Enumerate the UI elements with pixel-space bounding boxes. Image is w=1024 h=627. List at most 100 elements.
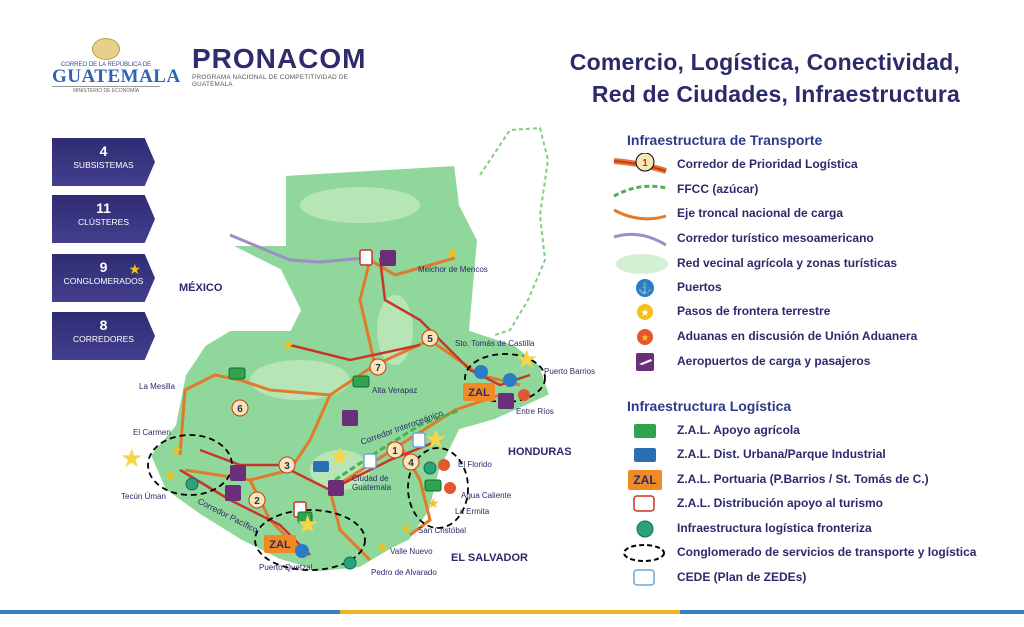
airplane-icon xyxy=(636,353,654,371)
place-label: Puerto Barrios xyxy=(544,367,596,376)
cluster-icon xyxy=(623,544,665,562)
legend-item: Z.A.L. Apoyo agrícola xyxy=(612,419,1012,443)
svg-text:★: ★ xyxy=(376,539,389,555)
footer-bar-blue-right xyxy=(680,610,1024,614)
airplane-icon xyxy=(380,250,396,266)
svg-text:★: ★ xyxy=(296,509,319,539)
airplane-icon xyxy=(342,410,358,426)
border-logistics-markers xyxy=(185,461,437,570)
legend-label: Z.A.L. Dist. Urbana/Parque Industrial xyxy=(677,447,886,461)
pronacom-logo-title: PRONACOM xyxy=(192,43,367,74)
country-label: MÉXICO xyxy=(179,282,223,294)
svg-text:★: ★ xyxy=(282,337,295,353)
place-label: San Cristóbal xyxy=(418,526,467,535)
legend-logistics-title: Infraestructura Logística xyxy=(627,398,792,414)
legend-item: Conglomerado de servicios de transporte … xyxy=(612,541,1012,565)
rural-zone xyxy=(300,187,420,223)
legend-label: Puertos xyxy=(677,280,722,294)
page-title-line1: Comercio, Logística, Conectividad, xyxy=(569,49,960,75)
railway-icon xyxy=(613,184,667,198)
airplane-icon xyxy=(328,480,344,496)
zal-badges: ZAL ZAL xyxy=(264,383,495,553)
priority-badge: 1 xyxy=(642,158,648,169)
legend-label: FFCC (azúcar) xyxy=(677,182,759,196)
legend-item: ⚓ Puertos xyxy=(612,276,1012,300)
legend-label: Z.A.L. Portuaria (P.Barrios / St. Tomás … xyxy=(677,472,929,486)
pronacom-logo-sub: PROGRAMA NACIONAL DE COMPETITIVIDAD DE G… xyxy=(192,74,349,88)
guatemala-map: 5 7 6 3 2 1 4 ZAL ZAL xyxy=(120,126,552,574)
legend-item: Infraestructura logística fronteriza xyxy=(612,517,1012,541)
tourism-zal-icon xyxy=(633,495,655,512)
customs-icon: ★ xyxy=(637,329,653,345)
legend-label: Corredor de Prioridad Logística xyxy=(677,157,858,171)
zal-badge-text: ZAL xyxy=(468,387,490,399)
place-label: Entre Ríos xyxy=(516,407,554,416)
anchor-icon xyxy=(295,544,309,558)
stat-number: 4 xyxy=(99,143,108,159)
legend-label: Red vecinal agrícola y zonas turísticas xyxy=(677,256,898,270)
page-title: Comercio, Logística, Conectividad, Red d… xyxy=(570,46,960,110)
legend-label: Aeropuertos de carga y pasajeros xyxy=(677,354,871,368)
stat-label: CLÚSTERES xyxy=(77,217,129,227)
corridor-number: 6 xyxy=(237,404,243,415)
belize-border xyxy=(479,126,550,336)
page-title-line2: Red de Ciudades, Infraestructura xyxy=(591,81,960,107)
svg-text:★: ★ xyxy=(120,443,143,473)
place-label: Melchor de Mencos xyxy=(418,265,488,274)
svg-text:★: ★ xyxy=(424,424,447,454)
pronacom-logo: PRONACOM PROGRAMA NACIONAL DE COMPETITIV… xyxy=(192,43,387,89)
airplane-icon xyxy=(230,465,246,481)
stat-label: CORREDORES xyxy=(73,334,134,344)
port-markers xyxy=(295,365,517,558)
corridor-number: 2 xyxy=(254,496,260,507)
legend-item: ZAL Z.A.L. Portuaria (P.Barrios / St. To… xyxy=(612,468,1012,492)
svg-text:★: ★ xyxy=(328,441,351,471)
airport-markers xyxy=(225,250,514,501)
legend-item: Eje troncal nacional de carga xyxy=(612,202,1012,226)
blue-zal-icon xyxy=(313,461,329,472)
footer-bar-yellow xyxy=(340,610,680,614)
border-crossing-markers: ★ ★ ★ ★ ★ ★ ★ xyxy=(164,245,459,555)
corridor-number: 5 xyxy=(427,334,433,345)
customs-markers xyxy=(438,389,530,494)
tourist-corridor-icon xyxy=(613,232,667,247)
port-zal-badge: ZAL xyxy=(633,473,656,487)
port-zal-icon: ZAL xyxy=(628,470,662,490)
cede-icon xyxy=(412,432,426,448)
legend-label: Corredor turístico mesoamericano xyxy=(677,231,874,245)
legend-item: FFCC (azúcar) xyxy=(612,178,1012,202)
stat-number: 11 xyxy=(96,200,111,216)
green-zal-icon xyxy=(634,424,656,438)
railway xyxy=(334,408,461,482)
place-label: Puerto Quetzal xyxy=(259,563,313,572)
stat-label: CONGLOMERADOS xyxy=(63,276,144,286)
legend-item: 1 Corredor de Prioridad Logística xyxy=(612,153,1012,177)
conglomerate-stars: ★ ★ ★ ★ ★ xyxy=(120,344,538,539)
anchor-icon xyxy=(474,365,488,379)
coat-of-arms-icon xyxy=(92,38,120,60)
airplane-icon xyxy=(225,485,241,501)
tourist-corridor xyxy=(229,233,366,264)
legend-label: Infraestructura logística fronteriza xyxy=(677,521,872,535)
stat-number: 9 xyxy=(99,259,108,275)
svg-text:★: ★ xyxy=(641,333,650,344)
country-label: EL SALVADOR xyxy=(451,552,529,564)
corridor-number: 1 xyxy=(392,446,398,457)
stat-box-corredores: 8 CORREDORES xyxy=(52,312,155,360)
green-zal-markers xyxy=(228,367,442,524)
place-label: El Carmen xyxy=(133,428,171,437)
place-label: Pedro de Alvarado xyxy=(371,568,437,577)
cede-icon xyxy=(363,453,377,469)
legend-label: Z.A.L. Apoyo agrícola xyxy=(677,423,800,437)
guatemala-logo-sub: MINISTERIO DE ECONOMÍA xyxy=(52,86,160,94)
place-label: Ciudad de Guatemala xyxy=(352,474,392,492)
stat-box-subsistemas: 4 SUBSISTEMAS xyxy=(52,138,155,186)
stat-box-clusteres: 11 CLÚSTERES xyxy=(52,195,155,243)
stat-number: 8 xyxy=(99,317,108,333)
airplane-icon xyxy=(498,393,514,409)
legend-label: Aduanas en discusión de Unión Aduanera xyxy=(677,329,918,343)
anchor-icon xyxy=(503,373,517,387)
zal-badge-text: ZAL xyxy=(269,539,291,551)
priority-corridor-icon: 1 xyxy=(613,153,667,174)
svg-text:★: ★ xyxy=(515,344,538,374)
